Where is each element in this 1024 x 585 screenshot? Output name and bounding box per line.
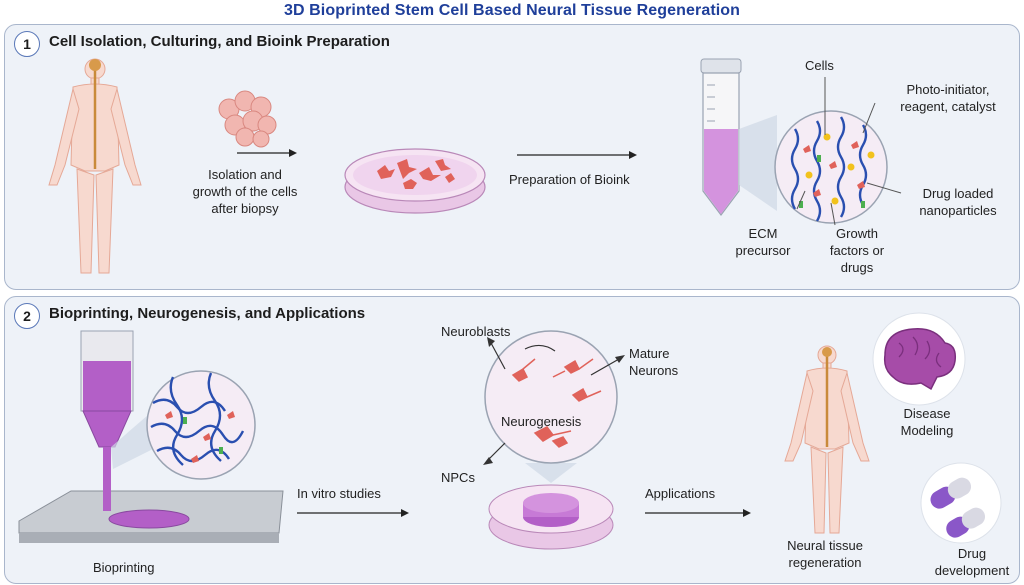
- drug-development-label: Drug development: [934, 546, 1010, 578]
- culture-dish-icon: [488, 484, 614, 550]
- panel-cell-isolation: 1 Cell Isolation, Culturing, and Bioink …: [4, 24, 1020, 290]
- brain-model-icon: [872, 312, 966, 406]
- petri-dish-icon: [344, 148, 486, 214]
- panel2-heading: Bioprinting, Neurogenesis, and Applicati…: [49, 305, 366, 322]
- printer-nozzle-icon: [80, 330, 190, 529]
- bioink-magnified-icon: [774, 110, 888, 224]
- disease-modeling-label: Disease Modeling: [900, 406, 954, 438]
- applications-label: Applications: [645, 486, 716, 501]
- panel-bioprinting: 2 Bioprinting, Neurogenesis, and Applica…: [4, 296, 1020, 584]
- neurogenesis-label: Neurogenesis: [501, 414, 582, 429]
- cells-label: Cells: [805, 58, 834, 73]
- mature-neurons-label: Mature Neurons: [629, 346, 679, 378]
- growth-factors-label: Growth factors or drugs: [829, 226, 885, 275]
- step-number-2: 2: [14, 303, 40, 329]
- neuroblasts-label: Neuroblasts: [441, 324, 511, 339]
- bioprinting-label: Bioprinting: [93, 560, 155, 575]
- drug-nanoparticles-label: Drug loaded nanoparticles: [919, 186, 997, 218]
- pill-capsule-icon: [920, 462, 1002, 544]
- in-vitro-label: In vitro studies: [297, 486, 381, 501]
- cell-cluster-icon: [218, 90, 277, 148]
- isolation-label: Isolation and growth of the cells after …: [192, 167, 298, 216]
- panel1-illustrations: [48, 58, 902, 274]
- step-number-1: 1: [14, 31, 40, 57]
- panel1-heading: Cell Isolation, Culturing, and Bioink Pr…: [49, 33, 390, 50]
- test-tube-icon: [700, 58, 742, 216]
- bioink-prep-label: Preparation of Bioink: [509, 172, 630, 187]
- neurogenesis-magnified-icon: [484, 330, 618, 464]
- ecm-precursor-label: ECM precursor: [735, 226, 791, 258]
- panel2-illustrations: [18, 312, 1002, 550]
- neural-tissue-label: Neural tissue regeneration: [787, 538, 863, 570]
- npcs-label: NPCs: [441, 470, 475, 485]
- figure-title: 3D Bioprinted Stem Cell Based Neural Tis…: [283, 2, 741, 19]
- brain-icon: [89, 59, 101, 71]
- photo-initiator-label: Photo-initiator, reagent, catalyst: [900, 82, 996, 114]
- magnify-cone: [739, 115, 777, 211]
- bioprint-magnified-icon: [146, 370, 256, 480]
